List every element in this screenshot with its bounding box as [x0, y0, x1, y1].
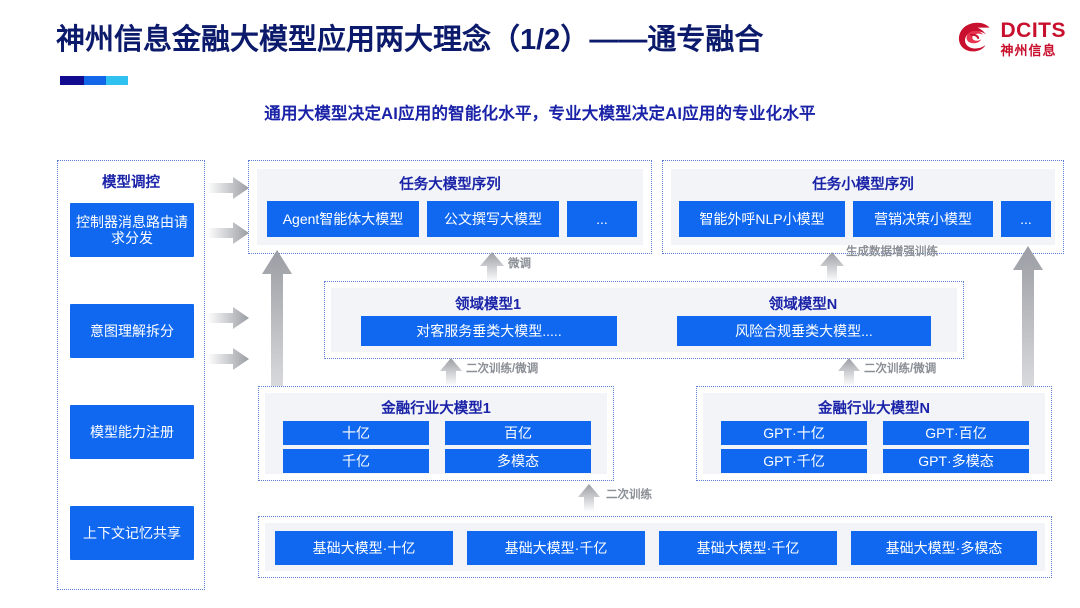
item-label: 基础大模型·十亿 [312, 539, 416, 556]
flow-arrow-right-icon [207, 177, 249, 199]
industry-n-item-gpt-multimodal[interactable]: GPT·多模态 [883, 449, 1029, 473]
logo-text-cn: 神州信息 [1000, 42, 1057, 58]
base-model-item-1000y-b[interactable]: 基础大模型·千亿 [659, 531, 837, 565]
flow-arrow-right-icon [207, 307, 249, 329]
item-label: 十亿 [342, 424, 370, 441]
flow-arrow-up-retrain-right-icon [838, 358, 860, 386]
domain-model-1-title: 领域模型1 [454, 297, 522, 313]
item-label: 风险合规垂类大模型... [735, 322, 873, 339]
industry-n-item-gpt-10y[interactable]: GPT·十亿 [721, 421, 867, 445]
sidebar-item-label: 控制器消息路由请求分发 [76, 213, 188, 246]
sidebar-item-label: 意图理解拆分 [90, 322, 174, 339]
industry-model-n-title: 金融行业大模型N [818, 401, 930, 417]
accent-segment-1 [60, 76, 84, 85]
accent-segment-3 [106, 76, 128, 85]
dcits-swirl-icon [958, 22, 989, 52]
task-large-item-more[interactable]: ... [567, 201, 637, 237]
item-label: 基础大模型·多模态 [885, 539, 1003, 556]
flow-arrow-up-long-right-icon [1013, 246, 1043, 472]
item-label: 对客服务垂类大模型..... [416, 322, 562, 339]
arrow-label-retrain-tune-left: 二次训练/微调 [466, 363, 539, 375]
industry-n-item-gpt-1000y[interactable]: GPT·千亿 [721, 449, 867, 473]
industry-1-item-100y[interactable]: 百亿 [445, 421, 591, 445]
flow-arrow-up-long-left-icon [262, 250, 292, 472]
sidebar-item-controller-routing[interactable]: 控制器消息路由请求分发 [70, 203, 194, 257]
task-small-item-more[interactable]: ... [1001, 201, 1051, 237]
logo-text-en: DCITS [1000, 18, 1066, 42]
item-label: Agent智能体大模型 [282, 210, 404, 227]
item-label: GPT·多模态 [918, 452, 994, 469]
task-large-model-title: 任务大模型序列 [399, 177, 501, 193]
industry-1-item-10y[interactable]: 十亿 [283, 421, 429, 445]
accent-segment-2 [84, 76, 106, 85]
base-model-item-multimodal[interactable]: 基础大模型·多模态 [851, 531, 1037, 565]
item-label: 基础大模型·千亿 [696, 539, 800, 556]
task-small-model-title: 任务小模型序列 [812, 177, 914, 193]
industry-1-item-1000y[interactable]: 千亿 [283, 449, 429, 473]
item-label: 千亿 [342, 452, 370, 469]
item-label: 百亿 [504, 424, 532, 441]
domain-model-n-item[interactable]: 风险合规垂类大模型... [677, 316, 931, 346]
arrow-label-retrain-tune-right: 二次训练/微调 [864, 363, 937, 375]
arrow-label-retrain: 二次训练 [606, 489, 652, 501]
industry-model-1-group: 金融行业大模型1 十亿 百亿 千亿 多模态 [258, 386, 614, 481]
domain-model-n-title: 领域模型N [768, 297, 838, 313]
domain-model-1-item[interactable]: 对客服务垂类大模型..... [361, 316, 617, 346]
sidebar-item-capability-register[interactable]: 模型能力注册 [70, 405, 194, 459]
base-model-group: 基础大模型·十亿 基础大模型·千亿 基础大模型·千亿 基础大模型·多模态 [258, 516, 1052, 578]
item-label: ... [596, 210, 608, 227]
base-model-item-1000y-a[interactable]: 基础大模型·千亿 [467, 531, 645, 565]
industry-1-item-multimodal[interactable]: 多模态 [445, 449, 591, 473]
sidebar-panel: 模型调控 控制器消息路由请求分发 意图理解拆分 模型能力注册 上下文记忆共享 [57, 160, 205, 590]
item-label: ... [1020, 210, 1032, 227]
industry-model-1-title: 金融行业大模型1 [381, 401, 491, 417]
item-label: 营销决策小模型 [874, 210, 972, 227]
task-small-item-marketing-decision[interactable]: 营销决策小模型 [853, 201, 993, 237]
flow-arrow-right-icon [207, 222, 249, 244]
sidebar-item-label: 上下文记忆共享 [83, 524, 181, 541]
flow-arrow-up-data-aug-icon [820, 252, 844, 282]
company-logo: DCITS 神州信息 [955, 18, 1067, 58]
item-label: 多模态 [497, 452, 539, 469]
flow-arrow-up-retrain-left-icon [440, 358, 462, 386]
item-label: 公文撰写大模型 [444, 210, 542, 227]
item-label: GPT·十亿 [763, 424, 825, 441]
sidebar-item-intent-understanding[interactable]: 意图理解拆分 [70, 304, 194, 358]
industry-n-item-gpt-100y[interactable]: GPT·百亿 [883, 421, 1029, 445]
item-label: 智能外呼NLP小模型 [699, 210, 825, 227]
item-label: GPT·百亿 [925, 424, 987, 441]
sidebar-item-context-memory-share[interactable]: 上下文记忆共享 [70, 506, 194, 560]
page-title: 神州信息金融大模型应用两大理念（1/2）——通专融合 [56, 24, 764, 56]
base-model-item-10y[interactable]: 基础大模型·十亿 [275, 531, 453, 565]
sidebar-title: 模型调控 [102, 175, 160, 191]
task-small-model-group: 任务小模型序列 智能外呼NLP小模型 营销决策小模型 ... [662, 160, 1064, 254]
domain-model-group: 领域模型1 对客服务垂类大模型..... 领域模型N 风险合规垂类大模型... [324, 281, 964, 359]
flow-arrow-up-retrain-icon [578, 484, 600, 512]
task-small-item-outbound-nlp[interactable]: 智能外呼NLP小模型 [679, 201, 845, 237]
industry-model-n-group: 金融行业大模型N GPT·十亿 GPT·百亿 GPT·千亿 GPT·多模态 [696, 386, 1052, 481]
task-large-model-group: 任务大模型序列 Agent智能体大模型 公文撰写大模型 ... [248, 160, 652, 254]
arrow-label-gen-data-aug: 生成数据增强训练 [846, 246, 938, 258]
task-large-item-agent[interactable]: Agent智能体大模型 [267, 201, 419, 237]
sidebar-item-label: 模型能力注册 [90, 423, 174, 440]
title-accent-bar [60, 76, 128, 85]
page-subtitle: 通用大模型决定AI应用的智能化水平，专业大模型决定AI应用的专业化水平 [264, 105, 816, 123]
flow-arrow-right-icon [207, 348, 249, 370]
arrow-label-fine-tune: 微调 [508, 258, 531, 270]
item-label: GPT·千亿 [763, 452, 825, 469]
item-label: 基础大模型·千亿 [504, 539, 608, 556]
flow-arrow-up-finetune-icon [480, 252, 504, 282]
task-large-item-doc-writing[interactable]: 公文撰写大模型 [427, 201, 559, 237]
